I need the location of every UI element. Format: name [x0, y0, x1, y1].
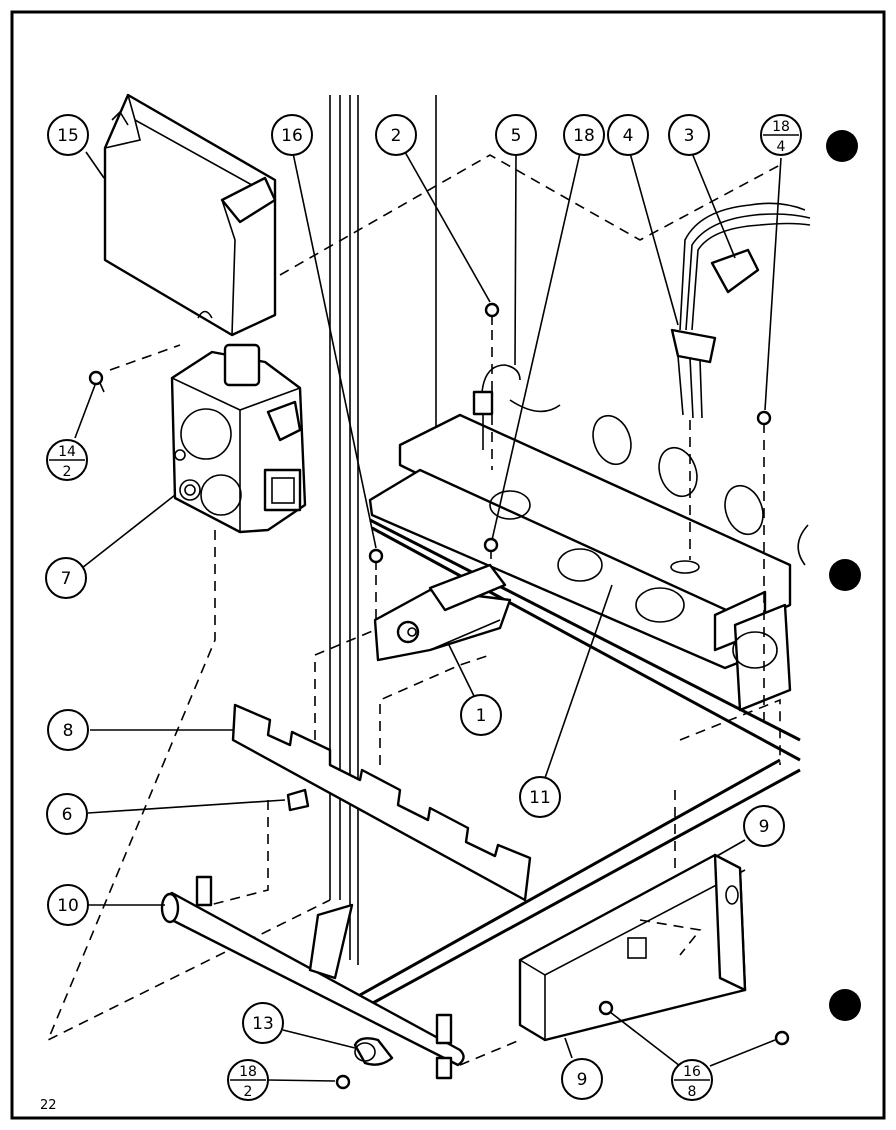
callout-1-label: 1	[476, 706, 487, 726]
igniter	[472, 364, 561, 450]
callout-4: 4	[607, 114, 649, 156]
fitting-6	[286, 788, 310, 812]
callout-9-upper-label: 9	[759, 817, 770, 837]
binder-hole-bottom	[829, 989, 861, 1021]
callout-18-over-2: 18 2	[227, 1059, 269, 1101]
callout-11: 11	[519, 776, 561, 818]
screws	[88, 302, 790, 1090]
screw-16-8-a	[598, 1000, 614, 1016]
callout-11-label: 11	[529, 788, 551, 808]
callout-7-label: 7	[61, 569, 72, 589]
callout-1: 1	[460, 694, 502, 736]
callout-8: 8	[47, 709, 89, 751]
callout-9-lower-label: 9	[577, 1070, 588, 1090]
callout-7: 7	[45, 557, 87, 599]
screw-16	[368, 548, 384, 570]
callout-18-over-4: 18 4	[760, 114, 802, 156]
callout-16-over-8-bottom: 8	[688, 1084, 697, 1100]
screw-14-2	[88, 370, 105, 393]
callout-8-label: 8	[63, 721, 74, 741]
callout-16-over-8: 16 8	[671, 1059, 713, 1101]
callout-13-label: 13	[252, 1014, 274, 1034]
callout-2-label: 2	[391, 126, 402, 146]
callout-3: 3	[668, 114, 710, 156]
burner	[373, 563, 512, 662]
screw-18-4	[756, 410, 772, 433]
callout-14-over-2-bottom: 2	[63, 464, 72, 480]
callout-18-over-2-top: 18	[239, 1064, 257, 1080]
callout-9-upper: 9	[743, 805, 785, 847]
pipe-clamp	[353, 1037, 394, 1066]
callout-9-lower: 9	[561, 1058, 603, 1100]
callout-5-label: 5	[511, 126, 522, 146]
callout-15: 15	[47, 114, 89, 156]
gas-manifold	[160, 875, 465, 1080]
binder-hole-middle	[829, 559, 861, 591]
callout-5: 5	[495, 114, 537, 156]
callout-16-over-8-top: 16	[683, 1064, 701, 1080]
callout-18-over-2-bottom: 2	[244, 1084, 253, 1100]
gas-valve	[170, 343, 307, 534]
callout-10-label: 10	[57, 896, 79, 916]
burner-panel	[368, 413, 809, 762]
gas-line-path	[46, 530, 331, 1042]
callout-6-label: 6	[62, 805, 73, 825]
access-panel	[518, 853, 747, 1042]
screw-16-8-b	[774, 1030, 790, 1046]
callout-6: 6	[46, 793, 88, 835]
callout-4-label: 4	[623, 126, 634, 146]
callout-16: 16	[271, 114, 313, 156]
callout-13: 13	[242, 1002, 284, 1044]
binder-hole-top	[826, 130, 858, 162]
page-number: 22	[40, 1098, 57, 1113]
callout-15-label: 15	[57, 126, 79, 146]
callout-16-label: 16	[281, 126, 303, 146]
callout-14-over-2: 14 2	[46, 439, 88, 481]
callout-18-over-4-bottom: 4	[777, 139, 786, 155]
flame-sensor-assembly	[670, 202, 811, 419]
screw-18	[483, 537, 499, 559]
leader-lines	[74, 151, 782, 1082]
page-border	[10, 10, 886, 1120]
assembly-paths	[109, 330, 765, 1066]
callout-18-over-4-top: 18	[772, 119, 790, 135]
callout-14-over-2-top: 14	[58, 444, 76, 460]
control-box-cover	[103, 93, 277, 337]
callout-18: 18	[563, 114, 605, 156]
screw-18-2	[335, 1074, 351, 1090]
callout-3-label: 3	[684, 126, 695, 146]
burner-bracket	[231, 703, 532, 902]
screw-2	[484, 302, 500, 325]
callout-18-label: 18	[573, 126, 595, 146]
callout-2: 2	[375, 114, 417, 156]
callout-10: 10	[47, 884, 89, 926]
